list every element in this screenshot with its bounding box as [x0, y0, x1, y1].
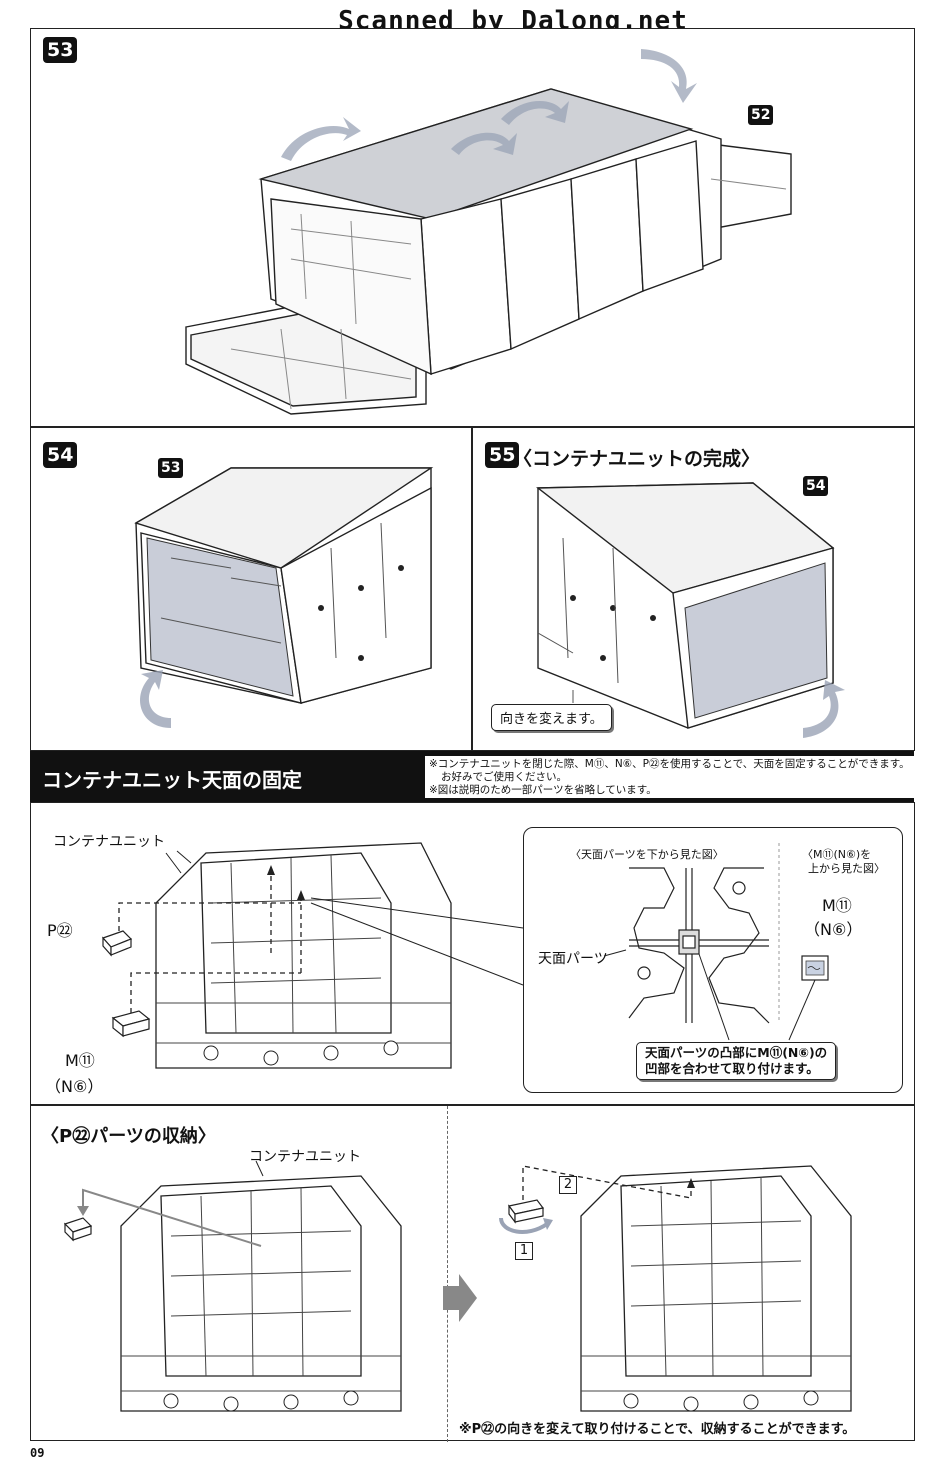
- storage-step-2: 2: [559, 1176, 577, 1194]
- step-54-panel: 54 53: [30, 427, 472, 751]
- part-n6-label: （N⑥）: [45, 1077, 104, 1096]
- callout-52: 52: [748, 105, 774, 125]
- callout-54: 54: [803, 476, 829, 496]
- storage-title: 〈P㉒パーツの収納〉: [41, 1126, 216, 1147]
- page-number: 09: [30, 1446, 45, 1460]
- container-unit-closed-illustration: [134, 467, 434, 728]
- step-54-number: 54: [43, 442, 78, 468]
- top-view-caption-1: 〈M⑪(N⑥)を: [802, 848, 872, 861]
- fixing-title: コンテナユニット天面の固定: [42, 768, 302, 792]
- detail-inset: 〈天面パーツを下から見た図〉 〈M⑪(N⑥)を 上から見た図〉 天面パーツ M⑪…: [523, 827, 903, 1093]
- storage-container-label: コンテナユニット: [249, 1149, 361, 1165]
- step-53-number: 53: [43, 37, 78, 63]
- inset-n6-label: （N⑥）: [804, 920, 863, 939]
- fixing-note-3: ※図は説明のため一部パーツを省略しています。: [429, 784, 657, 796]
- container-unit-label: コンテナユニット: [53, 834, 165, 850]
- step-55-number: 55: [485, 442, 520, 468]
- fixing-note-1: ※コンテナユニットを閉じた際、M⑪、N⑥、P㉒を使用することで、天面を固定するこ…: [429, 758, 910, 770]
- inset-m11-label: M⑪: [822, 896, 852, 915]
- instruction-line-2: 凹部を合わせて取り付けます。: [645, 1061, 819, 1076]
- part-m11-label: M⑪: [65, 1051, 95, 1070]
- storage-divider: [447, 1106, 448, 1442]
- fixing-assembly-illustration: [101, 842, 524, 1069]
- top-view-caption-2: 上から見た図〉: [808, 862, 885, 875]
- instruction-line-1: 天面パーツの凸部にM⑪(N⑥)の: [645, 1045, 828, 1060]
- fixing-note-2: お好みでご使用ください。: [441, 771, 567, 783]
- rotate-note: 向きを変えます。: [491, 704, 612, 731]
- step-55-title: 〈コンテナユニットの完成〉: [513, 448, 761, 470]
- storage-note: ※P㉒の向きを変えて取り付けることで、収納することができます。: [459, 1422, 856, 1437]
- top-panel-underside-illustration: [603, 843, 829, 1041]
- container-unit-complete-illustration: [536, 482, 845, 738]
- fixing-instruction: 天面パーツの凸部にM⑪(N⑥)の 凹部を合わせて取り付けます。: [636, 1042, 837, 1080]
- container-unit-opening-illustration: [185, 49, 792, 415]
- storage-before-illustration: [63, 1160, 852, 1412]
- step-53-panel: 53 52: [30, 28, 915, 427]
- storage-panel: 〈P㉒パーツの収納〉 コンテナユニット: [30, 1105, 915, 1442]
- fixing-panel: コンテナユニット P㉒ M⑪ （N⑥）: [30, 802, 915, 1105]
- bottom-view-caption: 〈天面パーツを下から見た図〉: [570, 848, 724, 861]
- step-55-panel: 55 〈コンテナユニットの完成〉 54 向きを変えます。: [472, 427, 915, 751]
- fixing-notes: ※コンテナユニットを閉じた際、M⑪、N⑥、P㉒を使用することで、天面を固定するこ…: [425, 756, 915, 798]
- callout-53: 53: [158, 458, 184, 478]
- fixing-banner: コンテナユニット天面の固定 ※コンテナユニットを閉じた際、M⑪、N⑥、P㉒を使用…: [30, 751, 915, 802]
- top-panel-label: 天面パーツ: [538, 951, 608, 967]
- part-p22-label: P㉒: [47, 921, 73, 940]
- storage-step-1: 1: [515, 1242, 533, 1260]
